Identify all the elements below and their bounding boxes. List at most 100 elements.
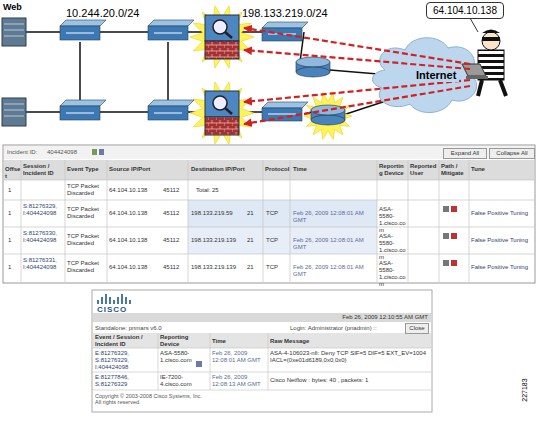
attack-arrows <box>244 28 470 124</box>
firewall <box>205 15 239 135</box>
server <box>4 104 24 116</box>
column-header: Tune <box>471 166 531 173</box>
table-grid <box>4 160 534 282</box>
button-label: Expand All <box>443 148 487 159</box>
table-cell: TCP <box>266 210 286 217</box>
table-cell: 45112 <box>163 187 185 194</box>
switch <box>60 20 308 121</box>
column-header: Reporting Device <box>379 163 407 177</box>
table-cell: ASA-5580-1.cisco.com <box>379 233 408 261</box>
attack-arrow <box>244 50 470 69</box>
status-text: Standalone: pnmars v6.0 <box>95 325 205 332</box>
mitigate-icon <box>451 233 457 239</box>
magnifier <box>213 96 227 110</box>
table-cell: TCP <box>266 264 286 271</box>
table-cell: 45112 <box>163 210 185 217</box>
table-cell: 21 <box>247 264 261 271</box>
path-icon <box>443 206 449 212</box>
attacker-cap <box>482 30 500 34</box>
incident-table <box>3 145 535 283</box>
column-header: Protocol <box>265 166 290 173</box>
logo-bars <box>98 294 130 304</box>
logo-text: CISCO <box>97 305 137 314</box>
address-text: 64.104.10.138 <box>433 5 497 16</box>
table-cell: 64.104.10.138 <box>109 237 159 244</box>
incident-id: 404424098 <box>47 149 87 156</box>
server <box>4 24 24 36</box>
magnifier <box>213 20 227 34</box>
table-cell: ASA-5580-1.cisco.com <box>160 350 208 364</box>
firewall <box>205 117 239 135</box>
time-cell: Feb 26, 2009 12:08:01 AM GMT <box>293 237 376 251</box>
table-cell: ASA-5580-1.cisco.com <box>379 260 408 288</box>
table-link: False Positive Tuning <box>471 264 533 271</box>
table-cell: 21 <box>247 210 261 217</box>
row-highlight <box>188 200 377 227</box>
switch-arrows <box>66 33 296 114</box>
attacker <box>462 18 506 96</box>
router <box>296 57 330 67</box>
button-label: Close <box>405 323 429 334</box>
date-text: Feb 26, 2009 12:10:55 AM GMT <box>330 314 428 321</box>
router <box>296 57 345 125</box>
table-cell: 198.133.219.139 <box>191 264 243 271</box>
table-link: E:81276329, S:81276329, I:404424098 <box>95 350 155 371</box>
table-cell: 1 <box>8 237 18 244</box>
mitigate-icon <box>451 206 457 212</box>
table-link: False Positive Tuning <box>471 210 533 217</box>
incident-id: Incident ID: <box>7 149 47 156</box>
popup-titlebar <box>93 313 431 322</box>
server <box>2 98 26 126</box>
internet-cloud <box>373 38 477 113</box>
column-header: Time <box>293 166 373 173</box>
server <box>2 18 26 46</box>
table-cell: Cisco Netflow : bytes: 40 , packets: 1 <box>270 377 428 384</box>
path-icon <box>443 260 449 266</box>
table-toolbar <box>4 146 534 159</box>
column-header: Event / Session / Incident ID <box>95 334 155 348</box>
server <box>2 18 26 126</box>
laptop <box>466 76 488 79</box>
table-cell: 64.104.10.138 <box>109 210 159 217</box>
switch <box>148 20 194 26</box>
popup-grid <box>93 333 431 390</box>
switch <box>148 100 194 106</box>
column-header: Time <box>212 338 266 345</box>
router <box>296 67 330 77</box>
table-cell: 1 <box>8 187 18 194</box>
time-cell: Feb 26, 2009 12:08:01 AM GMT <box>293 210 376 224</box>
time-cell: Feb 26, 2009 12:08:01 AM GMT <box>293 264 376 278</box>
subnet-label: 198.133.219.0/24 <box>242 7 342 20</box>
table-cell: 1 <box>8 210 18 217</box>
table-cell: 198.133.219.139 <box>191 237 243 244</box>
table-cell: 21 <box>247 237 261 244</box>
button-label: Collapse All <box>489 148 535 159</box>
router <box>311 115 345 125</box>
table-panel <box>3 145 535 283</box>
attack-arrow <box>244 86 470 124</box>
table-cell: 64.104.10.138 <box>109 264 159 271</box>
table-cell: IE-7200-4.cisco.com <box>160 374 208 388</box>
row-highlight <box>188 227 377 254</box>
figure-number: 227183 <box>521 370 529 410</box>
table-link: E:81277846, S:81276329 <box>95 374 155 388</box>
table-cell: 1 <box>8 264 18 271</box>
attacker-head <box>482 32 500 50</box>
table-cell: ASA-4-106023-nfi: Deny TCP SIF=5 DIF=5 E… <box>270 350 428 364</box>
magnifier <box>225 32 232 38</box>
table-header <box>4 160 534 180</box>
table-link: S:81276329, I:404424098 <box>23 203 65 217</box>
alert-burst <box>304 93 352 140</box>
table-link: S:81276331, I:404424098 <box>23 257 65 271</box>
table-cell: TCP Packet Discarded <box>67 183 105 197</box>
magnifier <box>225 108 232 114</box>
table-cell: TCP Packet Discarded <box>67 260 105 274</box>
mitigate-icon <box>451 260 457 266</box>
table-cell: TCP Packet Discarded <box>67 206 105 220</box>
switch <box>60 20 106 26</box>
icon <box>196 361 202 367</box>
starbursts <box>190 6 352 144</box>
attacker-legs <box>478 80 506 96</box>
icon <box>99 149 104 155</box>
attacker-mask <box>482 37 500 41</box>
